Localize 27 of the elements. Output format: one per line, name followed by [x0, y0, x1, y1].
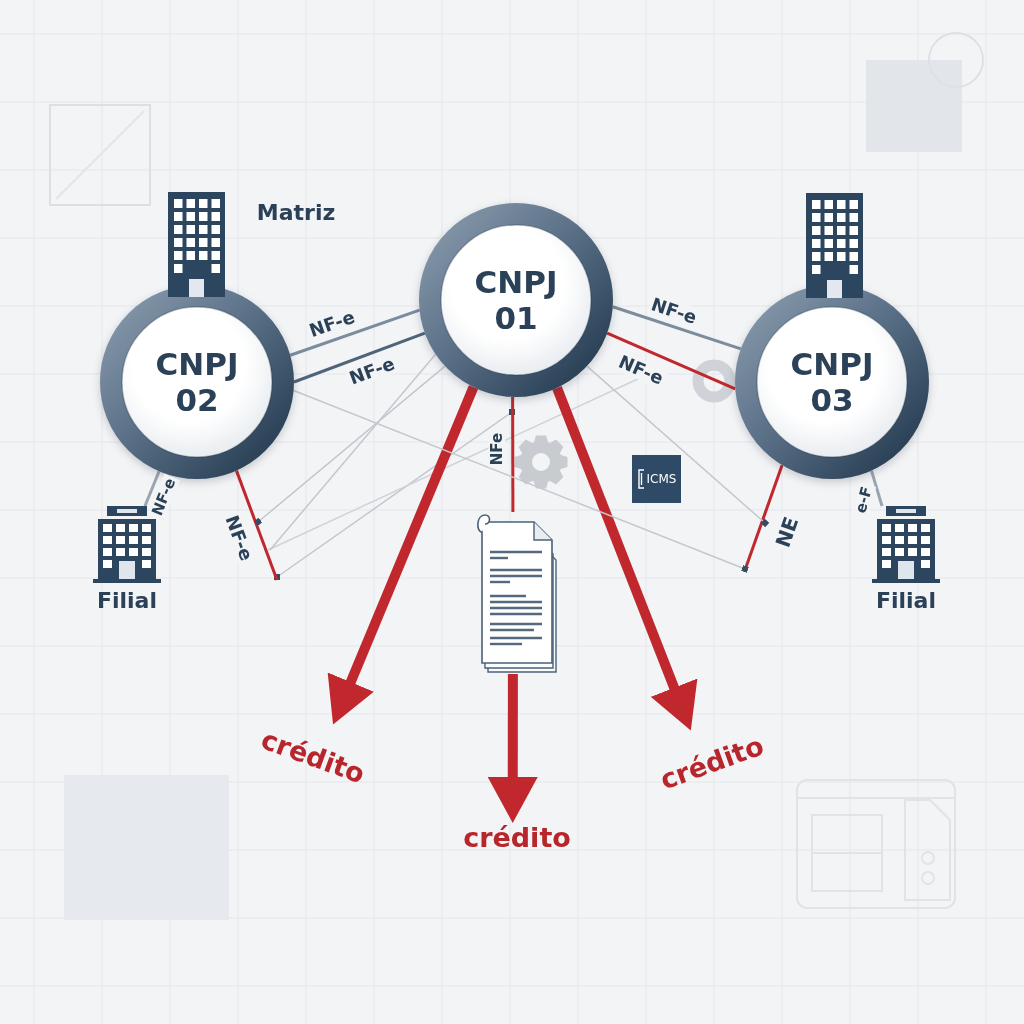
node-label: CNPJ 01 [474, 264, 558, 336]
credit-label: crédito [463, 823, 571, 853]
arrow [327, 385, 479, 725]
connector-line [253, 365, 446, 527]
document-icon [476, 512, 558, 674]
connector-line [269, 353, 437, 551]
connector-line [143, 470, 161, 507]
entity-circle [419, 203, 613, 397]
node-label: Filial [875, 588, 936, 614]
node-label: CNPJ 03 [790, 346, 874, 418]
node-label: Filial [96, 588, 157, 614]
connector-line [586, 365, 770, 528]
arrow [552, 386, 698, 731]
node-label: ICMS [646, 472, 677, 486]
connector-line [235, 470, 279, 581]
arrow [487, 674, 538, 823]
building-caption: Matriz [256, 200, 336, 226]
label-tile [632, 455, 681, 503]
node-label: CNPJ 02 [155, 346, 239, 418]
connector-line [612, 305, 742, 351]
connector-line [289, 308, 421, 357]
connector-line [606, 331, 736, 391]
connector-line [870, 470, 884, 507]
connector-line [511, 396, 515, 512]
connector-line [292, 389, 749, 573]
connector-line [293, 331, 426, 384]
edge-label: NFe [488, 430, 506, 467]
